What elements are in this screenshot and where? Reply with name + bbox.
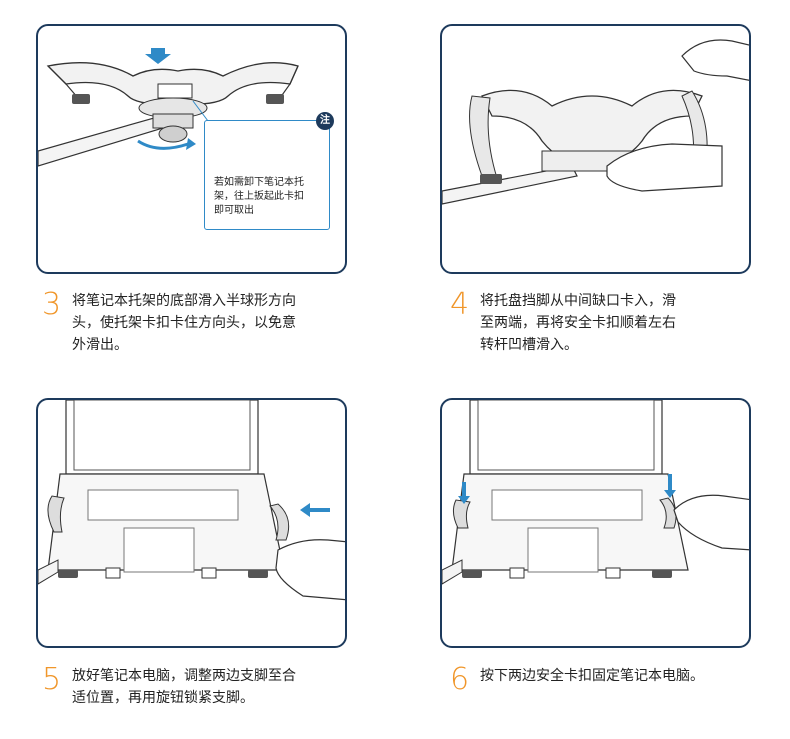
step-line: 将托盘挡脚从中间缺口卡入，滑 (480, 293, 676, 309)
note-text: 若如需卸下笔记本托 架，往上扳起此卡扣 即可取出 (214, 176, 304, 218)
laptop-lock-illustration (442, 400, 749, 585)
step-4: 4 将托盘挡脚从中间缺口卡入，滑 至两端，再将安全卡扣顺着左右 转杆凹槽滑入。 (450, 290, 676, 356)
illustration-panel-step-4 (440, 24, 751, 274)
note-line: 架，往上扳起此卡扣 (214, 191, 304, 202)
step-3: 3 将笔记本托架的底部滑入半球形方向 头，使托架卡扣卡住方向头，以免意 外滑出。 (42, 290, 296, 356)
step-line: 外滑出。 (72, 337, 128, 353)
step-5: 5 放好笔记本电脑，调整两边支脚至合 适位置，再用旋钮锁紧支脚。 (42, 665, 296, 709)
step-line: 转杆凹槽滑入。 (480, 337, 578, 353)
tray-feet-illustration (442, 39, 749, 205)
step-6: 6 按下两边安全卡扣固定笔记本电脑。 (450, 665, 704, 695)
illustration-panel-step-3: 注 若如需卸下笔记本托 架，往上扳起此卡扣 即可取出 (36, 24, 347, 274)
step-line: 头，使托架卡扣卡住方向头，以免意 (72, 315, 296, 331)
step-line: 按下两边安全卡扣固定笔记本电脑。 (480, 668, 704, 684)
note-line: 若如需卸下笔记本托 (214, 177, 304, 188)
step-number: 5 (42, 662, 62, 697)
step-line: 将笔记本托架的底部滑入半球形方向 (72, 293, 296, 309)
step-description: 将托盘挡脚从中间缺口卡入，滑 至两端，再将安全卡扣顺着左右 转杆凹槽滑入。 (480, 290, 676, 356)
step-number: 6 (450, 662, 470, 697)
step-line: 至两端，再将安全卡扣顺着左右 (480, 315, 676, 331)
step-line: 适位置，再用旋钮锁紧支脚。 (72, 690, 254, 706)
step-description: 按下两边安全卡扣固定笔记本电脑。 (480, 665, 704, 687)
illustration-panel-step-5 (36, 398, 347, 648)
step-number: 3 (42, 287, 62, 322)
illustration-panel-step-6 (440, 398, 751, 648)
step-description: 将笔记本托架的底部滑入半球形方向 头，使托架卡扣卡住方向头，以免意 外滑出。 (72, 290, 296, 356)
laptop-placement-illustration (38, 400, 345, 601)
note-line: 即可取出 (214, 205, 254, 216)
step-number: 4 (450, 287, 470, 322)
note-badge: 注 (316, 112, 334, 130)
note-box (204, 120, 330, 230)
step-line: 放好笔记本电脑，调整两边支脚至合 (72, 668, 296, 684)
step-description: 放好笔记本电脑，调整两边支脚至合 适位置，再用旋钮锁紧支脚。 (72, 665, 296, 709)
